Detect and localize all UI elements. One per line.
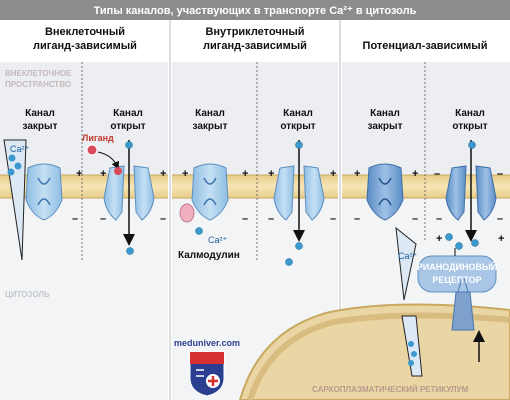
calcium-label: Ca²⁺ — [398, 251, 418, 261]
channel-open-label: открыт — [280, 121, 315, 132]
svg-text:–: – — [497, 213, 503, 225]
channel-closed — [191, 163, 229, 221]
cytosol-label: ЦИТОЗОЛЬ — [5, 290, 50, 299]
ryanodine-receptor-label-line1: РИАНОДИНОВЫЙ — [417, 261, 498, 272]
channel-open — [445, 165, 497, 221]
calmodulin-label: Калмодулин — [178, 250, 240, 261]
channel-open-label: Канал — [113, 108, 143, 119]
calcium-gradient-wedge — [3, 139, 27, 261]
svg-text:–: – — [160, 213, 166, 225]
svg-text:+: + — [412, 168, 418, 180]
channel-closed-label: Канал — [195, 108, 225, 119]
header-band — [0, 20, 510, 62]
svg-text:+: + — [160, 168, 166, 180]
calcium-label: Ca²⁺ — [10, 144, 30, 154]
svg-text:–: – — [72, 213, 78, 225]
bound-ligand — [114, 167, 122, 175]
channel-open-label: открыт — [452, 121, 487, 132]
channel-closed — [366, 163, 404, 221]
ligand-molecule — [86, 144, 98, 156]
channel-closed-label: закрыт — [368, 121, 403, 132]
channel-open — [103, 165, 155, 221]
channel-closed-label: Канал — [370, 108, 400, 119]
svg-text:+: + — [242, 168, 248, 180]
svg-text:–: – — [268, 213, 274, 225]
panel-1-header-line1: Внеклеточный — [45, 26, 125, 38]
svg-text:+: + — [436, 233, 442, 245]
channel-closed-label: Канал — [25, 108, 55, 119]
watermark-logo — [189, 351, 225, 397]
svg-text:+: + — [182, 168, 188, 180]
extracellular-label-line2: ПРОСТРАНСТВО — [5, 80, 71, 89]
ryanodine-receptor-label-line2: РЕЦЕПТОР — [432, 275, 481, 285]
svg-text:–: – — [497, 168, 503, 180]
svg-text:+: + — [498, 233, 504, 245]
extracellular-label-line1: ВНЕКЛЕТОЧНОЕ — [5, 69, 72, 78]
extracellular-region — [0, 62, 510, 175]
panel-1-header-line2: лиганд-зависимый — [33, 40, 137, 52]
calcium-gradient-wedge — [395, 226, 417, 301]
svg-text:–: – — [434, 168, 440, 180]
channel-closed-label: закрыт — [193, 121, 228, 132]
title-bar — [0, 0, 510, 20]
svg-text:+: + — [330, 168, 336, 180]
svg-text:+: + — [100, 168, 106, 180]
channel-open-label: Канал — [455, 108, 485, 119]
svg-text:+: + — [268, 168, 274, 180]
calmodulin-calcium-label: Ca²⁺ — [208, 235, 228, 245]
sr-label: САРКОПЛАЗМАТИЧЕСКИЙ РЕТИКУЛУМ — [312, 385, 469, 394]
svg-text:–: – — [242, 213, 248, 225]
channel-closed — [25, 163, 63, 221]
channel-closed-label: закрыт — [23, 121, 58, 132]
channel-open — [273, 165, 325, 221]
calcium-ions — [125, 141, 479, 266]
ligand-binding-arrow — [97, 151, 119, 170]
page-title: Типы каналов, участвующих в транспорте C… — [94, 5, 417, 17]
watermark-text: meduniver.com — [174, 338, 240, 348]
ryanodine-receptor — [417, 255, 497, 331]
channel-open-label: открыт — [110, 121, 145, 132]
panel-2-header-line2: лиганд-зависимый — [203, 40, 307, 52]
svg-text:+: + — [76, 168, 82, 180]
svg-text:–: – — [354, 213, 360, 225]
svg-text:+: + — [354, 168, 360, 180]
svg-text:–: – — [436, 213, 442, 225]
channel-open-label: Канал — [283, 108, 313, 119]
sr-calcium-wedge — [401, 315, 423, 377]
panel-2-header-line1: Внутриклеточный — [205, 26, 304, 38]
panel-3-header: Потенциал-зависимый — [363, 40, 488, 52]
calmodulin-molecule — [179, 203, 195, 223]
svg-text:–: – — [100, 213, 106, 225]
svg-text:–: – — [330, 213, 336, 225]
ligand-label: Лиганд — [82, 133, 114, 143]
svg-text:–: – — [412, 213, 418, 225]
